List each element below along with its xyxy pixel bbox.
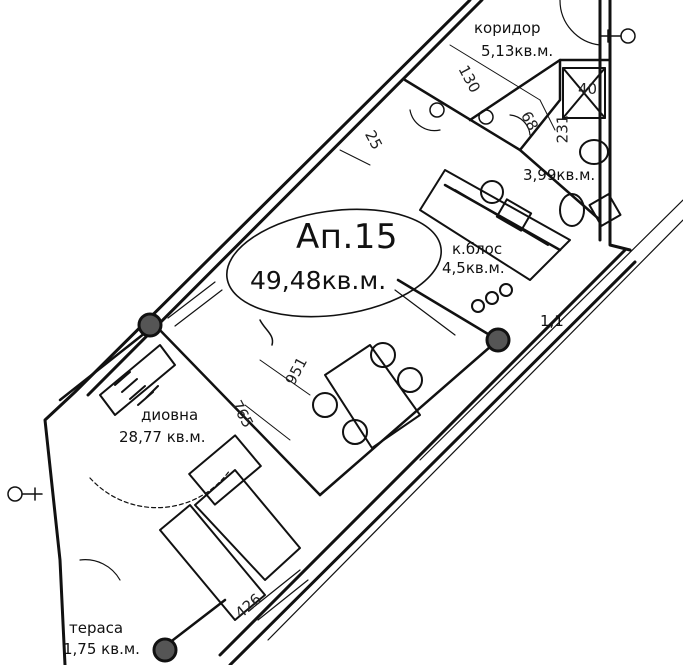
living-room-area: 28,77 кв.м. <box>119 428 206 446</box>
terrace-name: тераса <box>69 619 124 637</box>
dining-table <box>312 342 423 449</box>
right-outer-line <box>267 199 683 641</box>
kitchen-name: к.блос <box>452 240 503 258</box>
kitchen-counter <box>419 169 571 313</box>
column-right <box>485 327 511 353</box>
kitchen-area: 4,5кв.м. <box>442 259 505 277</box>
bathroom-fixtures <box>559 67 622 227</box>
living-room-name: диовна <box>141 406 199 424</box>
dimension-231: 231 <box>553 114 572 144</box>
title-ellipse <box>226 208 442 318</box>
corridor-name: коридор <box>474 19 541 37</box>
dimension-lines <box>244 44 556 441</box>
bathroom-area: 3,99кв.м. <box>523 166 596 184</box>
apartment-total-area: 49,48кв.м. <box>250 266 387 295</box>
apartment-number: Ап.15 <box>296 217 399 257</box>
column-bottom <box>152 637 178 663</box>
corridor-area: 5,13кв.м. <box>481 42 554 60</box>
columns <box>137 312 511 663</box>
door-swings <box>79 0 601 581</box>
dimension-40: 40 <box>578 80 598 98</box>
light-fixtures <box>7 28 636 502</box>
radiator <box>99 344 176 416</box>
column-left <box>137 312 163 338</box>
windows <box>167 281 456 621</box>
terrace-area: 1,75 кв.м. <box>63 640 140 658</box>
sofa <box>159 434 301 621</box>
outer-wall <box>43 0 637 665</box>
small-room-area: 1,1 <box>540 312 564 330</box>
